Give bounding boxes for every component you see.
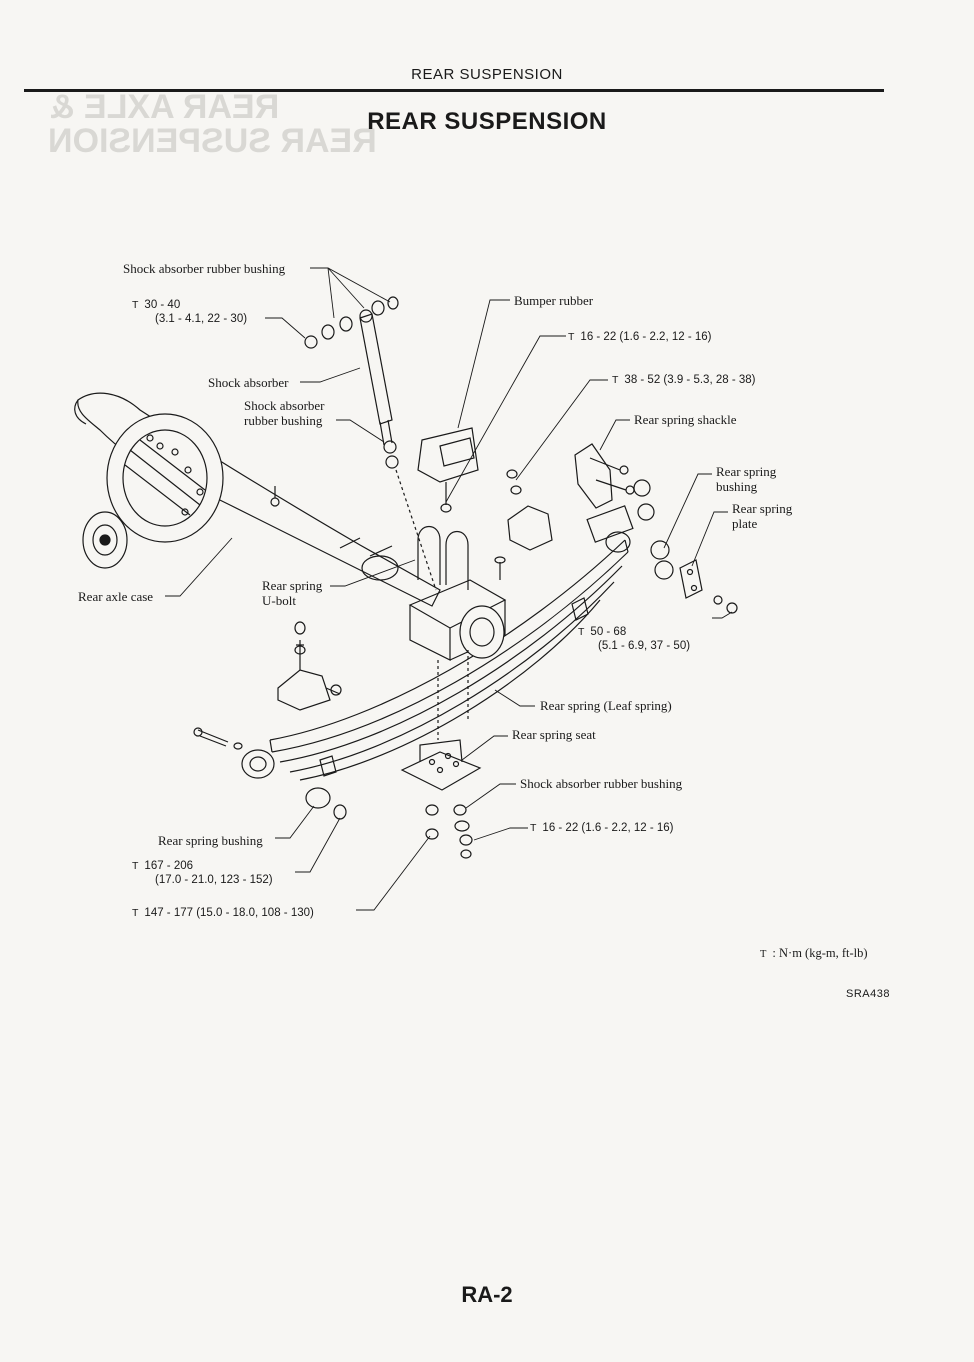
torque-symbol: T xyxy=(132,907,139,919)
torque-symbol: T xyxy=(578,626,585,638)
torque-16-22-top: T 16 - 22 (1.6 - 2.2, 12 - 16) xyxy=(568,330,711,344)
label-shock-bushing-mid-1: Shock absorber xyxy=(244,398,325,413)
torque-38-52: T 38 - 52 (3.9 - 5.3, 28 - 38) xyxy=(612,373,755,387)
torque-value: 30 - 40 xyxy=(144,299,181,311)
header-rule xyxy=(24,89,884,92)
label-shock-absorber: Shock absorber xyxy=(208,375,289,390)
label-rear-spring-ubolt-1: Rear spring xyxy=(262,578,323,593)
page-number: RA-2 xyxy=(461,1282,513,1307)
torque-symbol: T xyxy=(132,860,139,872)
label-rear-spring-shackle: Rear spring shackle xyxy=(634,412,737,427)
torque-167-206-detail: (17.0 - 21.0, 123 - 152) xyxy=(155,874,273,886)
figure-code: SRA438 xyxy=(846,988,890,1000)
legend-symbol: T xyxy=(760,949,767,960)
torque-30-40-detail: (3.1 - 4.1, 22 - 30) xyxy=(155,313,248,325)
label-leaf-spring: Rear spring (Leaf spring) xyxy=(540,698,672,713)
label-rear-spring-bushing-left: Rear spring bushing xyxy=(158,833,263,848)
label-bumper-rubber: Bumper rubber xyxy=(514,293,594,308)
running-header: REAR SUSPENSION xyxy=(411,66,563,83)
torque-symbol: T xyxy=(612,374,619,386)
page-title: REAR SUSPENSION xyxy=(367,108,607,135)
label-shock-bushing-mid-2: rubber bushing xyxy=(244,413,323,428)
label-rear-spring-plate-1: Rear spring xyxy=(732,501,793,516)
bumper-rubber xyxy=(417,427,479,513)
torque-value: 16 - 22 (1.6 - 2.2, 12 - 16) xyxy=(542,822,674,834)
shock-absorber xyxy=(304,296,437,591)
label-shock-bushing-top: Shock absorber rubber bushing xyxy=(123,261,286,276)
torque-symbol: T xyxy=(568,331,575,343)
label-rear-spring-seat: Rear spring seat xyxy=(512,727,596,742)
label-shock-bushing-bottom: Shock absorber rubber bushing xyxy=(520,776,683,791)
torque-value: 16 - 22 (1.6 - 2.2, 12 - 16) xyxy=(580,331,712,343)
front-hanger-bracket xyxy=(193,621,347,820)
torque-value: 167 - 206 xyxy=(144,860,194,872)
torque-value: 50 - 68 xyxy=(590,626,627,638)
torque-value: 38 - 52 (3.9 - 5.3, 28 - 38) xyxy=(624,374,756,386)
leader-lines xyxy=(165,267,733,911)
torque-symbol: T xyxy=(132,299,139,311)
rear-spring-shackle xyxy=(494,443,738,614)
label-rear-spring-bushing-right-1: Rear spring xyxy=(716,464,777,479)
torque-value: 147 - 177 (15.0 - 18.0, 108 - 130) xyxy=(144,907,314,919)
torque-legend: T : N·m (kg-m, ft-lb) xyxy=(760,946,868,961)
rear-spring-ubolt xyxy=(408,525,507,740)
torque-147-177: T 147 - 177 (15.0 - 18.0, 108 - 130) xyxy=(132,906,314,920)
torque-50-68: T 50 - 68 xyxy=(578,625,626,639)
torque-30-40: T 30 - 40 xyxy=(132,298,180,312)
label-rear-spring-plate-2: plate xyxy=(732,516,758,531)
torque-16-22-bottom: T 16 - 22 (1.6 - 2.2, 12 - 16) xyxy=(530,821,673,835)
rear-spring-seat xyxy=(400,739,482,859)
torque-50-68-detail: (5.1 - 6.9, 37 - 50) xyxy=(598,640,691,652)
label-rear-spring-ubolt-2: U-bolt xyxy=(262,593,296,608)
rear-axle-case xyxy=(74,392,441,607)
label-rear-spring-bushing-right-2: bushing xyxy=(716,479,758,494)
legend-text: : N·m (kg-m, ft-lb) xyxy=(772,946,868,960)
torque-symbol: T xyxy=(530,822,537,834)
label-rear-axle-case: Rear axle case xyxy=(78,589,154,604)
torque-167-206: T 167 - 206 xyxy=(132,859,193,873)
leaf-spring xyxy=(241,531,631,781)
